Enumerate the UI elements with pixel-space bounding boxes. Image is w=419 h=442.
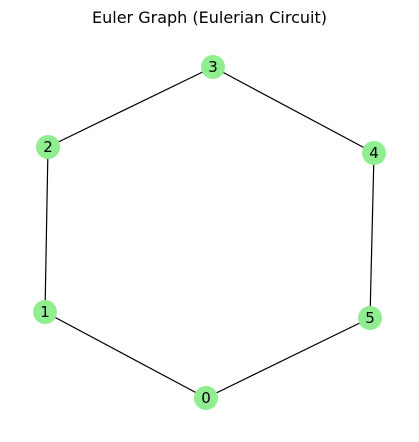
edge-4-5 xyxy=(369,152,375,319)
node-1: 1 xyxy=(33,300,57,324)
node-label-0: 0 xyxy=(201,389,211,407)
edge-layer xyxy=(44,66,375,399)
node-label-4: 4 xyxy=(369,144,379,162)
node-layer: 0 1 2 3 4 5 xyxy=(33,55,386,410)
node-circle-1 xyxy=(33,300,57,324)
node-2: 2 xyxy=(36,135,60,159)
node-3: 3 xyxy=(201,55,225,79)
edge-2-3 xyxy=(47,66,214,148)
node-circle-0 xyxy=(194,386,218,410)
graph-title: Euler Graph (Eulerian Circuit) xyxy=(92,8,327,27)
edge-5-0 xyxy=(205,317,371,399)
node-5: 5 xyxy=(358,306,382,330)
edge-1-2 xyxy=(44,146,49,313)
node-label-3: 3 xyxy=(208,58,218,76)
node-label-5: 5 xyxy=(365,309,375,327)
node-label-1: 1 xyxy=(40,303,50,321)
node-circle-5 xyxy=(358,306,382,330)
node-label-2: 2 xyxy=(43,138,53,156)
edge-0-1 xyxy=(44,311,207,399)
edge-3-4 xyxy=(212,66,375,154)
node-circle-3 xyxy=(201,55,225,79)
node-4: 4 xyxy=(362,141,386,165)
node-0: 0 xyxy=(194,386,218,410)
node-circle-2 xyxy=(36,135,60,159)
node-circle-4 xyxy=(362,141,386,165)
